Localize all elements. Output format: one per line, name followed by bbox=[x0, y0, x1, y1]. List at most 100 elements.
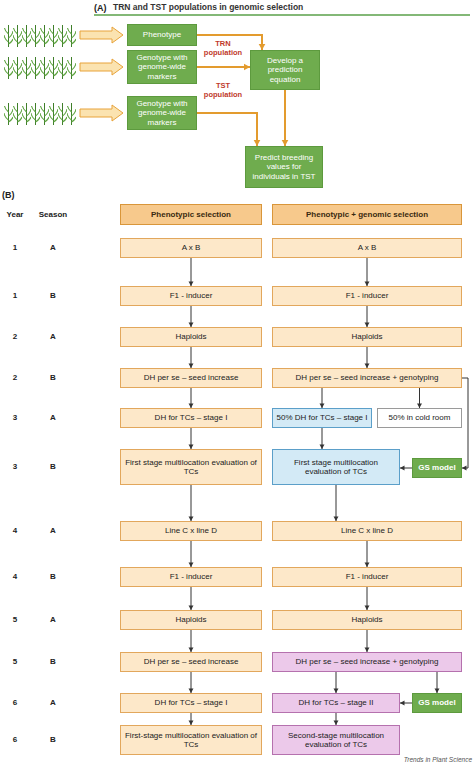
step-box: Haploids bbox=[120, 327, 262, 347]
node-text: A x B bbox=[358, 243, 377, 252]
column-header: Phenotypic + genomic selection bbox=[272, 204, 462, 225]
step-box: First stage multilocation evaluation of … bbox=[120, 449, 262, 485]
node-text: DH per se – seed increase bbox=[144, 373, 239, 382]
node-text: 50% in cold room bbox=[389, 413, 451, 422]
year-label: 1 bbox=[0, 243, 30, 252]
plant-row bbox=[4, 55, 76, 79]
node-text: Haploids bbox=[351, 615, 382, 624]
step-box: DH per se – seed increase bbox=[120, 652, 262, 672]
node-text: Genotype with genome-wide markers bbox=[131, 99, 193, 127]
node-text: Second-stage multilocation evaluation of… bbox=[276, 731, 396, 749]
flow-arrow bbox=[189, 672, 194, 693]
node-text: Genotype with genome-wide markers bbox=[131, 53, 193, 81]
panel-title: TRN and TST populations in genomic selec… bbox=[113, 3, 303, 13]
step-box: First-stage multilocation evaluation of … bbox=[120, 725, 262, 755]
flow-arrow bbox=[189, 713, 194, 725]
season-label: B bbox=[33, 735, 73, 744]
season-label: A bbox=[33, 615, 73, 624]
flow-arrow bbox=[189, 428, 194, 449]
step-box: Haploids bbox=[272, 610, 462, 630]
node-text: DH for TCs – stage I bbox=[155, 413, 228, 422]
flow-arrow bbox=[282, 90, 289, 146]
panel-letter: (B) bbox=[2, 190, 22, 200]
node-text: DH per se – seed increase + genotyping bbox=[296, 657, 439, 666]
connector-line bbox=[284, 90, 286, 146]
population-label: TRN population bbox=[199, 40, 247, 57]
genomic-step-box: Second-stage multilocation evaluation of… bbox=[272, 725, 400, 755]
flow-arrow bbox=[320, 388, 325, 408]
connector-line bbox=[191, 485, 192, 521]
flow-arrow bbox=[334, 713, 339, 725]
year-label: 6 bbox=[0, 735, 30, 744]
flow-arrow bbox=[189, 541, 194, 567]
node-text: F1 - inducer bbox=[170, 291, 213, 300]
panel-letter: (A) bbox=[94, 3, 112, 13]
step-box: DH for TCs – stage I bbox=[120, 408, 262, 428]
node-text: F1 - inducer bbox=[346, 572, 389, 581]
node-text: Haploids bbox=[175, 332, 206, 341]
season-label: B bbox=[33, 572, 73, 581]
flow-arrow bbox=[334, 672, 339, 693]
step-box: DH for TCs – stage I bbox=[120, 693, 262, 713]
flow-arrow bbox=[365, 347, 370, 368]
node-text: Phenotypic + genomic selection bbox=[306, 210, 428, 219]
year-label: 5 bbox=[0, 615, 30, 624]
node-text: Line C x line D bbox=[165, 526, 217, 535]
flow-arrow bbox=[365, 630, 370, 652]
flow-arrow bbox=[435, 672, 440, 693]
step-box: F1 - inducer bbox=[120, 567, 262, 587]
year-label: 1 bbox=[0, 291, 30, 300]
season-label: B bbox=[33, 291, 73, 300]
flow-arrow bbox=[417, 388, 422, 408]
flow-arrow bbox=[365, 541, 370, 567]
node-text: Predict breeding values for individuals … bbox=[249, 153, 319, 181]
node-text: F1 - inducer bbox=[170, 572, 213, 581]
node-text: DH for TCs – stage I bbox=[155, 698, 228, 707]
node-text: Phenotypic selection bbox=[151, 210, 231, 219]
flow-arrow bbox=[462, 378, 468, 470]
step-box: DH per se – seed increase + genotyping bbox=[272, 368, 462, 388]
model-box: GS model bbox=[412, 693, 462, 713]
flow-arrow bbox=[365, 587, 370, 610]
process-box: Phenotype bbox=[127, 24, 197, 46]
season-label: A bbox=[33, 243, 73, 252]
node-text: F1 - inducer bbox=[346, 291, 389, 300]
step-box: F1 - inducer bbox=[120, 286, 262, 306]
storage-box: 50% in cold room bbox=[377, 408, 462, 428]
year-label: 3 bbox=[0, 413, 30, 422]
node-text: First stage multilocation evaluation of … bbox=[276, 458, 396, 476]
step-box: A x B bbox=[120, 238, 262, 258]
node-text: Haploids bbox=[351, 332, 382, 341]
year-label: 4 bbox=[0, 526, 30, 535]
genomic-step-box: First stage multilocation evaluation of … bbox=[272, 449, 400, 485]
column-header: Phenotypic selection bbox=[120, 204, 262, 225]
step-box: F1 - inducer bbox=[272, 286, 462, 306]
title-underline bbox=[94, 14, 470, 16]
connector-line bbox=[197, 66, 250, 68]
season-label: B bbox=[33, 462, 73, 471]
node-text: DH for TCs – stage II bbox=[299, 698, 374, 707]
flow-arrow bbox=[365, 306, 370, 327]
process-box: Genotype with genome-wide markers bbox=[127, 96, 197, 130]
flow-arrow bbox=[334, 485, 339, 521]
process-box: Predict breeding values for individuals … bbox=[245, 146, 323, 188]
step-box: Line C x line D bbox=[272, 521, 462, 541]
year-label: 2 bbox=[0, 332, 30, 341]
credit-text: Trends in Plant Science bbox=[380, 756, 472, 763]
step-box: DH per se – seed increase bbox=[120, 368, 262, 388]
genomic-step-box: 50% DH for TCs – stage I bbox=[272, 408, 372, 428]
genomic-step-box: DH per se – seed increase + genotyping bbox=[272, 652, 462, 672]
node-text: DH per se – seed increase + genotyping bbox=[296, 373, 439, 382]
block-arrow bbox=[80, 27, 123, 43]
connector-line bbox=[336, 485, 337, 521]
flow-arrow bbox=[189, 347, 194, 368]
node-text: Develop a prediction equation bbox=[254, 56, 316, 84]
flow-arrow bbox=[189, 485, 194, 521]
node-text: GS model bbox=[418, 463, 455, 472]
plant-row bbox=[4, 23, 76, 47]
year-label: 2 bbox=[0, 373, 30, 382]
node-text: Line C x line D bbox=[341, 526, 393, 535]
season-label: A bbox=[33, 413, 73, 422]
model-box: GS model bbox=[412, 458, 462, 478]
arrow-head bbox=[462, 466, 467, 471]
